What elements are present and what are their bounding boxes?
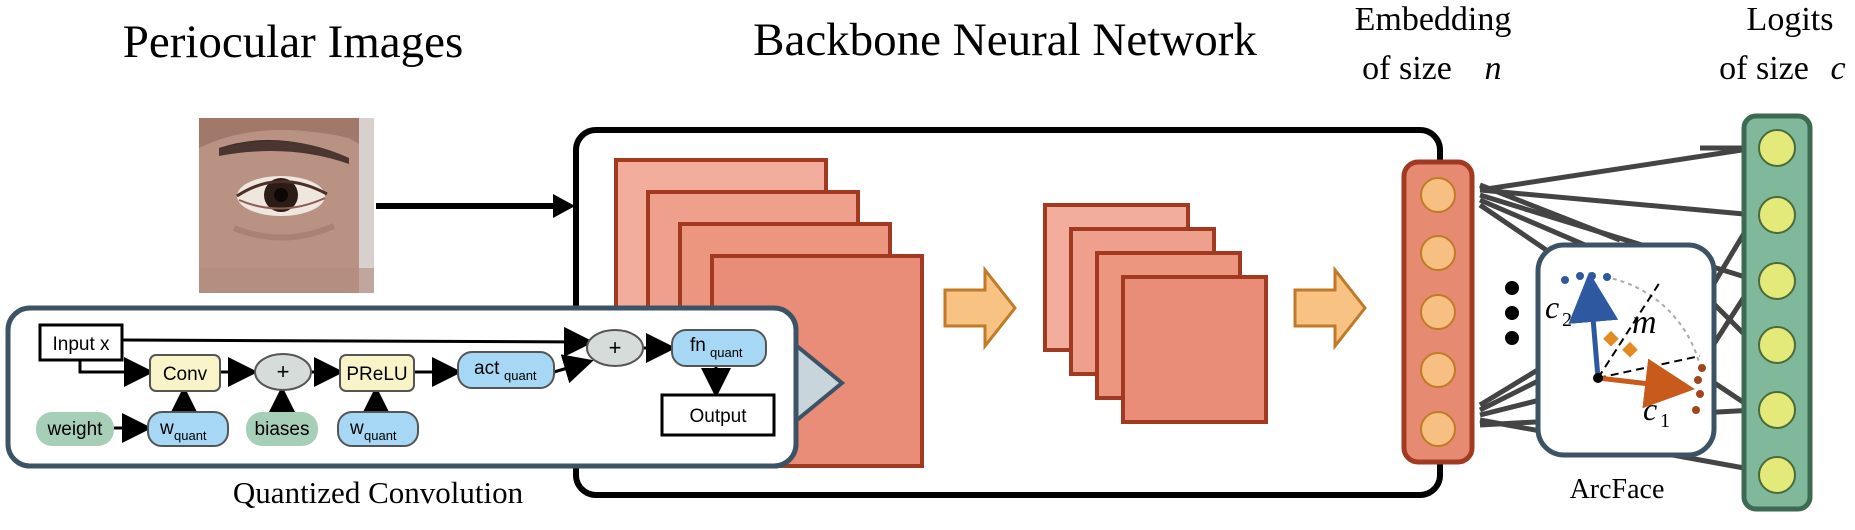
w-quant-box-1 [147,411,229,447]
arcface-origin [1593,373,1603,383]
c2-samples [1561,272,1611,284]
arcface-dash-1 [1597,281,1661,379]
periocular-title: Periocular Images [123,16,464,68]
w-quant-box-2 [337,411,419,447]
class-vector-c2 [1568,272,1619,379]
c1-samples [1692,364,1706,414]
act-subscript: quant [504,368,537,383]
conv-box [149,354,221,392]
w-quant-2-subscript: quant [364,428,397,443]
embedding-size-var: n [1485,50,1502,87]
logits-size-label: of size [1719,50,1809,87]
act-label: act [474,358,500,379]
arrow-right-icon [553,194,575,218]
logits-title: Logits [1747,1,1834,38]
block-arrow-2 [1293,265,1367,351]
class-vector-c1 [1597,358,1695,409]
block-arrow-1 [943,265,1017,351]
add-node-2 [586,329,644,367]
conv-label: Conv [163,364,208,385]
margin-marks [1603,330,1638,358]
c2-label: c [1545,289,1559,325]
input-to-conv [78,357,154,387]
arcface-label: ArcFace [1570,474,1665,505]
weight-box [36,412,114,446]
biases-box [246,412,318,446]
ellipsis-icon [1505,281,1519,345]
quant-conv-caption: Quantized Convolution [233,475,524,510]
logits-size-var: c [1830,50,1845,87]
skip-connection [121,326,594,357]
act-to-add [553,354,594,384]
fn-subscript: quant [710,345,743,360]
biases-label: biases [255,419,310,440]
arcface-arc [1604,276,1701,367]
weight-label: weight [47,419,104,440]
c2-subscript: 2 [1562,309,1572,331]
input-box [38,323,124,362]
margin-label: m [1632,304,1657,341]
w-quant-1-subscript: quant [174,428,207,443]
c1-subscript: 1 [1660,410,1670,432]
w-quant-1-label: w [159,418,174,439]
fn-quant-box [671,329,767,367]
add-node-1 [254,353,312,391]
w-quant-2-label: w [349,418,364,439]
add-1-label: + [277,359,290,384]
act-quant-box [457,351,555,389]
embedding-nodes [1420,177,1456,447]
logits-vector [1741,113,1813,512]
embedding-size-label: of size [1362,50,1452,87]
add-2-label: + [609,335,622,360]
output-box [660,393,776,437]
embedding-title: Embedding [1355,1,1512,38]
prelu-box [339,354,415,392]
periocular-image [199,118,374,293]
input-label: Input x [52,334,110,355]
prelu-label: PReLU [346,364,407,385]
c1-label: c [1643,391,1657,427]
output-label: Output [689,406,747,427]
feature-stack-2 [1043,203,1268,424]
logit-nodes [1758,129,1796,494]
backbone-title: Backbone Neural Network [753,14,1257,66]
fn-label: fn [690,335,706,356]
